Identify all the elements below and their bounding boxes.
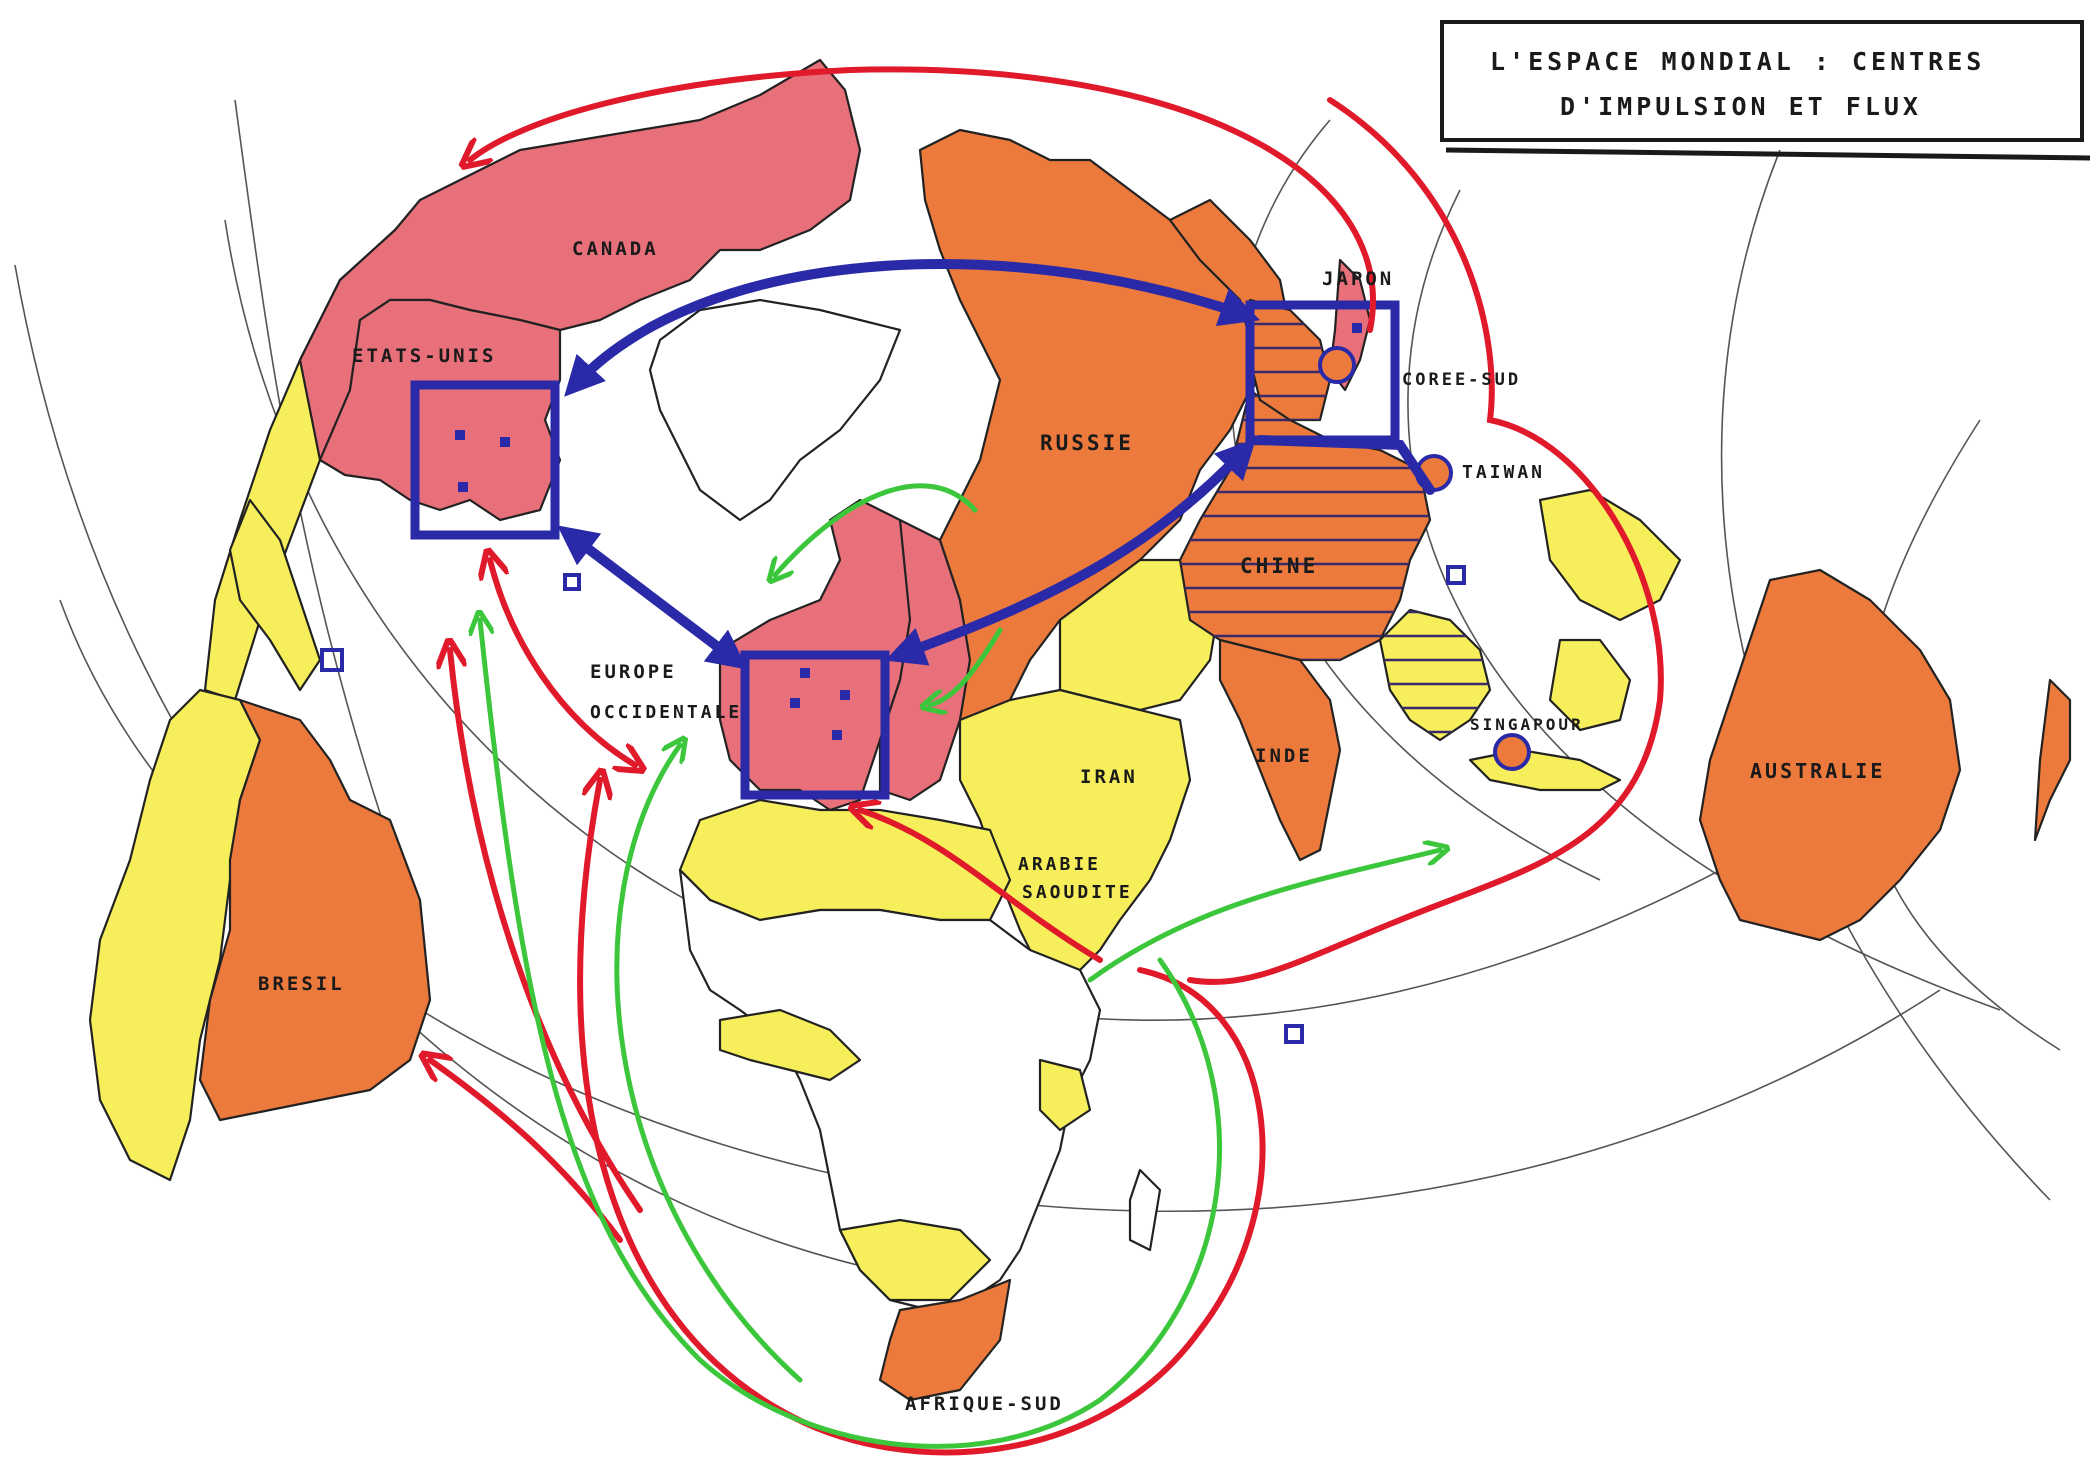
usa <box>318 298 562 522</box>
southern-africa <box>838 1218 992 1302</box>
map-title-line1: L'ESPACE MONDIAL : CENTRES <box>1490 47 1985 76</box>
australia <box>1698 568 1962 942</box>
land <box>88 58 2072 1402</box>
label-usa: ETATS-UNIS <box>352 345 496 367</box>
singapore-hub <box>1493 733 1531 771</box>
blue-flows <box>557 259 1435 670</box>
korea-hatch <box>1250 300 1330 420</box>
label-russia: RUSSIE <box>1040 431 1134 455</box>
flow-usa-europe <box>557 525 748 670</box>
label-europe-2: OCCIDENTALE <box>590 702 742 723</box>
horn-africa <box>1038 1058 1092 1132</box>
korea-hub <box>1318 346 1356 384</box>
label-saudi-2: SAOUDITE <box>1022 882 1133 903</box>
flow-usa-asia <box>564 259 1261 397</box>
label-south-africa: AFRIQUE-SUD <box>905 1393 1064 1415</box>
flow-europe-usa-red <box>490 560 635 765</box>
flow-red-sea-asia <box>1087 850 1440 983</box>
madagascar <box>1128 1168 1162 1252</box>
flow-africa-usa <box>450 650 643 1213</box>
label-brazil: BRESIL <box>258 973 345 995</box>
flow-china-asia <box>1255 435 1435 495</box>
borneo <box>1548 638 1632 732</box>
central-america <box>228 498 322 692</box>
label-india: INDE <box>1255 745 1313 767</box>
south-africa <box>878 1278 1012 1402</box>
flow-green-inner <box>614 745 803 1383</box>
usa-centre-frame <box>410 380 560 540</box>
map-title-line2: D'IMPULSION ET FLUX <box>1560 92 1922 121</box>
java <box>1468 748 1622 792</box>
label-saudi-1: ARABIE <box>1018 854 1101 875</box>
label-canada: CANADA <box>572 238 659 260</box>
greenland <box>648 298 902 522</box>
flow-arc-north <box>470 66 1376 333</box>
country-labels: CANADA ETATS-UNIS RUSSIE JAPON COREE-SUD… <box>258 238 1885 1415</box>
red-flows <box>430 66 1664 1456</box>
india <box>1218 638 1342 862</box>
flow-africa-loop-1 <box>860 810 1103 963</box>
brazil <box>198 698 432 1122</box>
flow-cape-green <box>480 620 1222 1449</box>
label-korea: COREE-SUD <box>1402 370 1521 390</box>
label-japan: JAPON <box>1322 268 1394 290</box>
green-flows <box>480 483 1440 1449</box>
label-taiwan: TAIWAN <box>1462 462 1545 483</box>
label-singapore: SINGAPOUR <box>1470 715 1584 734</box>
sahel <box>718 1008 862 1082</box>
flow-greenland-europe <box>775 483 978 575</box>
metropoles <box>455 323 1362 740</box>
flow-pacific-loop <box>1187 97 1664 985</box>
new-zealand <box>2033 678 2072 842</box>
southeast-asia-hatch <box>1380 610 1490 740</box>
label-australia: AUSTRALIE <box>1750 759 1885 783</box>
flow-russia-europe <box>930 627 1003 705</box>
label-china: CHINE <box>1240 554 1318 578</box>
label-europe-1: EUROPE <box>590 661 677 683</box>
label-iran: IRAN <box>1080 766 1138 788</box>
flow-europe-asia <box>884 438 1257 666</box>
title-box: L'ESPACE MONDIAL : CENTRES D'IMPULSION E… <box>1440 20 2091 161</box>
europe-centre-frame <box>740 650 890 800</box>
flow-africa-brazil <box>430 1060 623 1243</box>
